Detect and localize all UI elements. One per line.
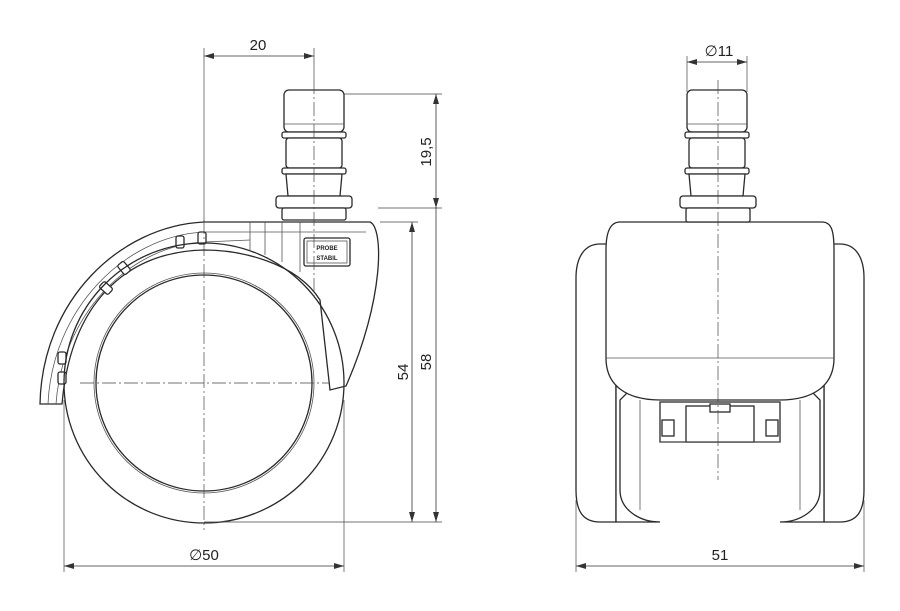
brand-logo: PROBE STABIL — [303, 237, 351, 267]
dim-label-54: 54 — [395, 364, 412, 381]
dimension-58: 58 — [418, 208, 442, 523]
dim-label-diameter-50: ∅50 — [189, 547, 219, 564]
front-housing — [605, 221, 835, 401]
front-axle — [659, 401, 781, 443]
dim-label-51: 51 — [712, 547, 729, 564]
dim-label-58: 58 — [418, 354, 435, 371]
dim-label-19-5: 19,5 — [418, 137, 435, 166]
side-view: PROBE STABIL 20 19,5 — [39, 37, 442, 572]
dim-label-diameter-11: ∅11 — [705, 43, 734, 60]
logo-text-top: PROBE — [316, 246, 337, 252]
dimension-diameter-11: ∅11 — [686, 43, 748, 92]
front-view: ∅11 51 — [575, 43, 865, 572]
logo-text-bottom: STABIL — [316, 256, 338, 262]
dim-label-20: 20 — [250, 37, 267, 54]
dimension-51: 51 — [575, 500, 865, 572]
dimension-diameter-50: ∅50 — [63, 400, 345, 572]
dimension-54: 54 — [204, 221, 418, 523]
dimension-19-5: 19,5 — [344, 93, 442, 209]
dimension-20: 20 — [203, 37, 315, 222]
